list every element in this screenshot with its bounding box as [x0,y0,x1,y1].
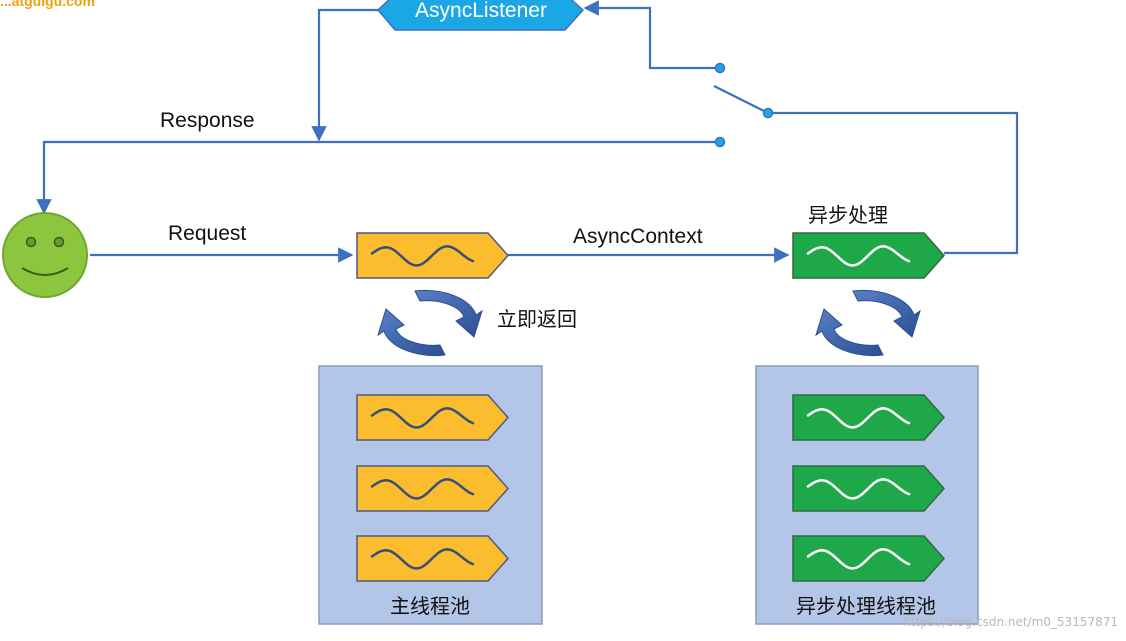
async-pool-thread-3-wave [806,548,911,570]
request-label: Request [168,222,246,245]
async-pool-label: 异步处理线程池 [796,594,936,618]
logo-text: ...atguigu.com [0,0,95,9]
request-thread [356,232,510,279]
main-pool-thread-2 [356,465,510,512]
cycle-arrow-async-icon [815,289,921,357]
main-pool-thread-3 [356,535,510,582]
user-smiley-icon [2,212,88,298]
watermark: https://blog.csdn.net/m0_53157871 [903,615,1118,629]
async-pool-thread-2 [792,465,946,512]
listener-label: AsyncListener [415,0,547,22]
response-label: Response [160,109,255,132]
async-listener-box: AsyncListener [376,0,585,31]
async-pool-thread-2-wave [806,478,911,500]
main-pool-label: 主线程池 [390,594,470,618]
request-thread-wave [370,245,475,267]
return-immediately-label: 立即返回 [497,307,577,331]
main-pool-thread-2-wave [370,478,475,500]
async-process-label: 异步处理 [808,203,888,227]
async-context-label: AsyncContext [573,225,703,248]
thread-shapes [356,232,946,582]
cycle-arrow-main-icon [377,289,483,357]
connector-lines [36,0,1019,263]
async-process-thread-wave [806,245,911,267]
async-pool-thread-3 [792,535,946,582]
switch [714,62,774,148]
async-pool-thread-1 [792,394,946,441]
async-pool-thread-1-wave [806,407,911,429]
main-pool-thread-1-wave [370,407,475,429]
async-process-thread [792,232,946,279]
main-pool-thread-1 [356,394,510,441]
main-pool-thread-3-wave [370,548,475,570]
